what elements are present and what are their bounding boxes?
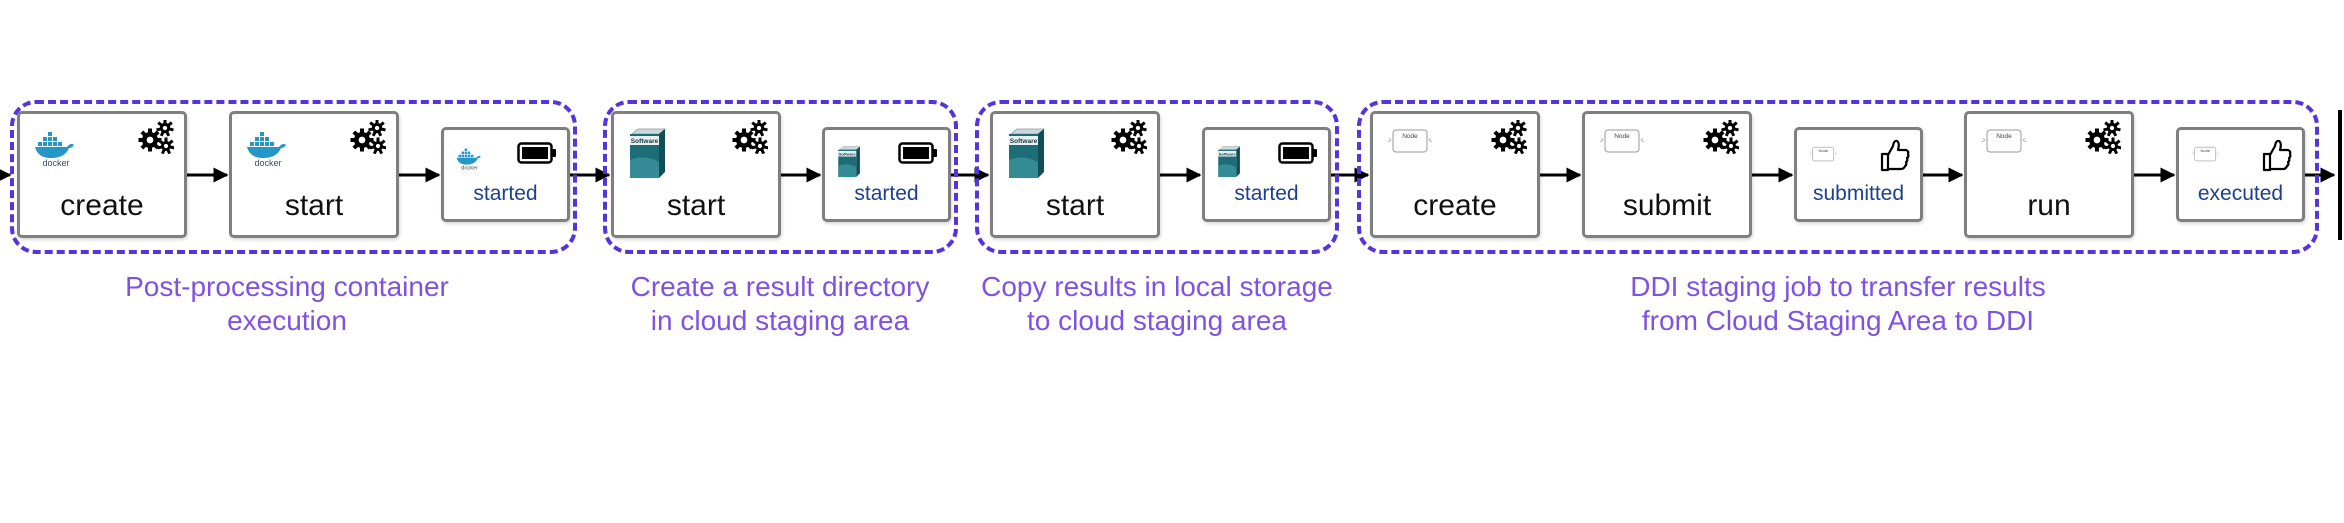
node-icon-label: Node	[2200, 148, 2210, 153]
task-node-start[interactable]: Software start	[611, 111, 781, 238]
stage-group-3	[975, 100, 1339, 254]
caption-line: execution	[227, 305, 347, 336]
gear-icon	[350, 120, 386, 154]
node-icon-label: Node	[1818, 148, 1828, 153]
node-label: create	[60, 189, 144, 222]
state-node-started[interactable]: Software started	[1202, 127, 1331, 222]
gear-icon	[1703, 120, 1739, 154]
task-node-start[interactable]: docker start	[229, 111, 399, 238]
task-node-submit[interactable]: Node submit	[1582, 111, 1752, 238]
docker-wordmark: docker	[42, 158, 69, 168]
node-label: started	[473, 182, 538, 205]
node-label: started	[854, 182, 919, 205]
stage-group-2	[603, 100, 958, 254]
node-icon: Node	[1981, 129, 2027, 153]
state-node-started[interactable]: docker started	[441, 127, 570, 222]
node-icon-label: Node	[1614, 133, 1630, 140]
gear-icon	[138, 120, 174, 154]
node-icon: Node	[1387, 129, 1433, 153]
docker-wordmark: docker	[461, 166, 478, 171]
node-icon-label: Node	[1402, 133, 1418, 140]
node-icon: Node	[2191, 146, 2220, 162]
caption-line: to cloud staging area	[1027, 305, 1287, 336]
docker-wordmark: docker	[254, 158, 281, 168]
stage-group-4	[1357, 100, 2319, 254]
thumbs-up-icon	[2262, 139, 2292, 172]
task-node-create[interactable]: docker create	[17, 111, 187, 238]
battery-full-icon	[898, 142, 937, 164]
caption-line: DDI staging job to transfer results	[1630, 271, 2046, 302]
caption-line: Copy results in local storage	[981, 271, 1333, 302]
node-label: run	[2027, 189, 2071, 222]
caption-line: Create a result directory	[630, 271, 930, 302]
state-node-executed[interactable]: Node executed	[2176, 127, 2305, 222]
node-icon: Node	[1809, 146, 1838, 162]
battery-full-icon	[517, 142, 556, 164]
caption-line: Post-processing container	[125, 271, 449, 302]
stage-group-1	[10, 100, 577, 254]
software-box-icon: Software	[630, 128, 666, 178]
node-label: create	[1413, 189, 1497, 222]
software-box-label: Software	[839, 151, 857, 156]
node-label: executed	[2197, 182, 2284, 205]
node-label: start	[284, 189, 344, 222]
software-box-icon: Software	[1218, 146, 1241, 177]
software-box-label: Software	[1010, 138, 1038, 145]
software-box-icon: Software	[838, 146, 861, 177]
software-box-icon: Software	[1009, 128, 1045, 178]
gear-icon	[2085, 120, 2121, 154]
caption-line: from Cloud Staging Area to DDI	[1641, 305, 2035, 336]
software-box-label: Software	[1219, 151, 1237, 156]
caption-line: in cloud staging area	[650, 305, 910, 336]
state-node-submitted[interactable]: Node submitted	[1794, 127, 1923, 222]
battery-full-icon	[1278, 142, 1317, 164]
node-label: start	[666, 189, 726, 222]
node-label: submitted	[1812, 182, 1905, 205]
node-label: submit	[1622, 189, 1712, 222]
gear-icon	[732, 120, 768, 154]
node-icon: Node	[1599, 129, 1645, 153]
software-box-label: Software	[631, 138, 659, 145]
docker-icon: docker	[247, 132, 286, 168]
state-node-started[interactable]: Software started	[822, 127, 951, 222]
node-label: started	[1234, 182, 1299, 205]
task-node-start[interactable]: Software start	[990, 111, 1160, 238]
gear-icon	[1111, 120, 1147, 154]
node-label: start	[1045, 189, 1105, 222]
node-icon-label: Node	[1996, 133, 2012, 140]
gear-icon	[1491, 120, 1527, 154]
task-node-create[interactable]: Node create	[1370, 111, 1540, 238]
docker-icon: docker	[35, 132, 74, 168]
docker-icon: docker	[456, 148, 481, 171]
thumbs-up-icon	[1880, 139, 1910, 172]
task-node-run[interactable]: Node run	[1964, 111, 2134, 238]
